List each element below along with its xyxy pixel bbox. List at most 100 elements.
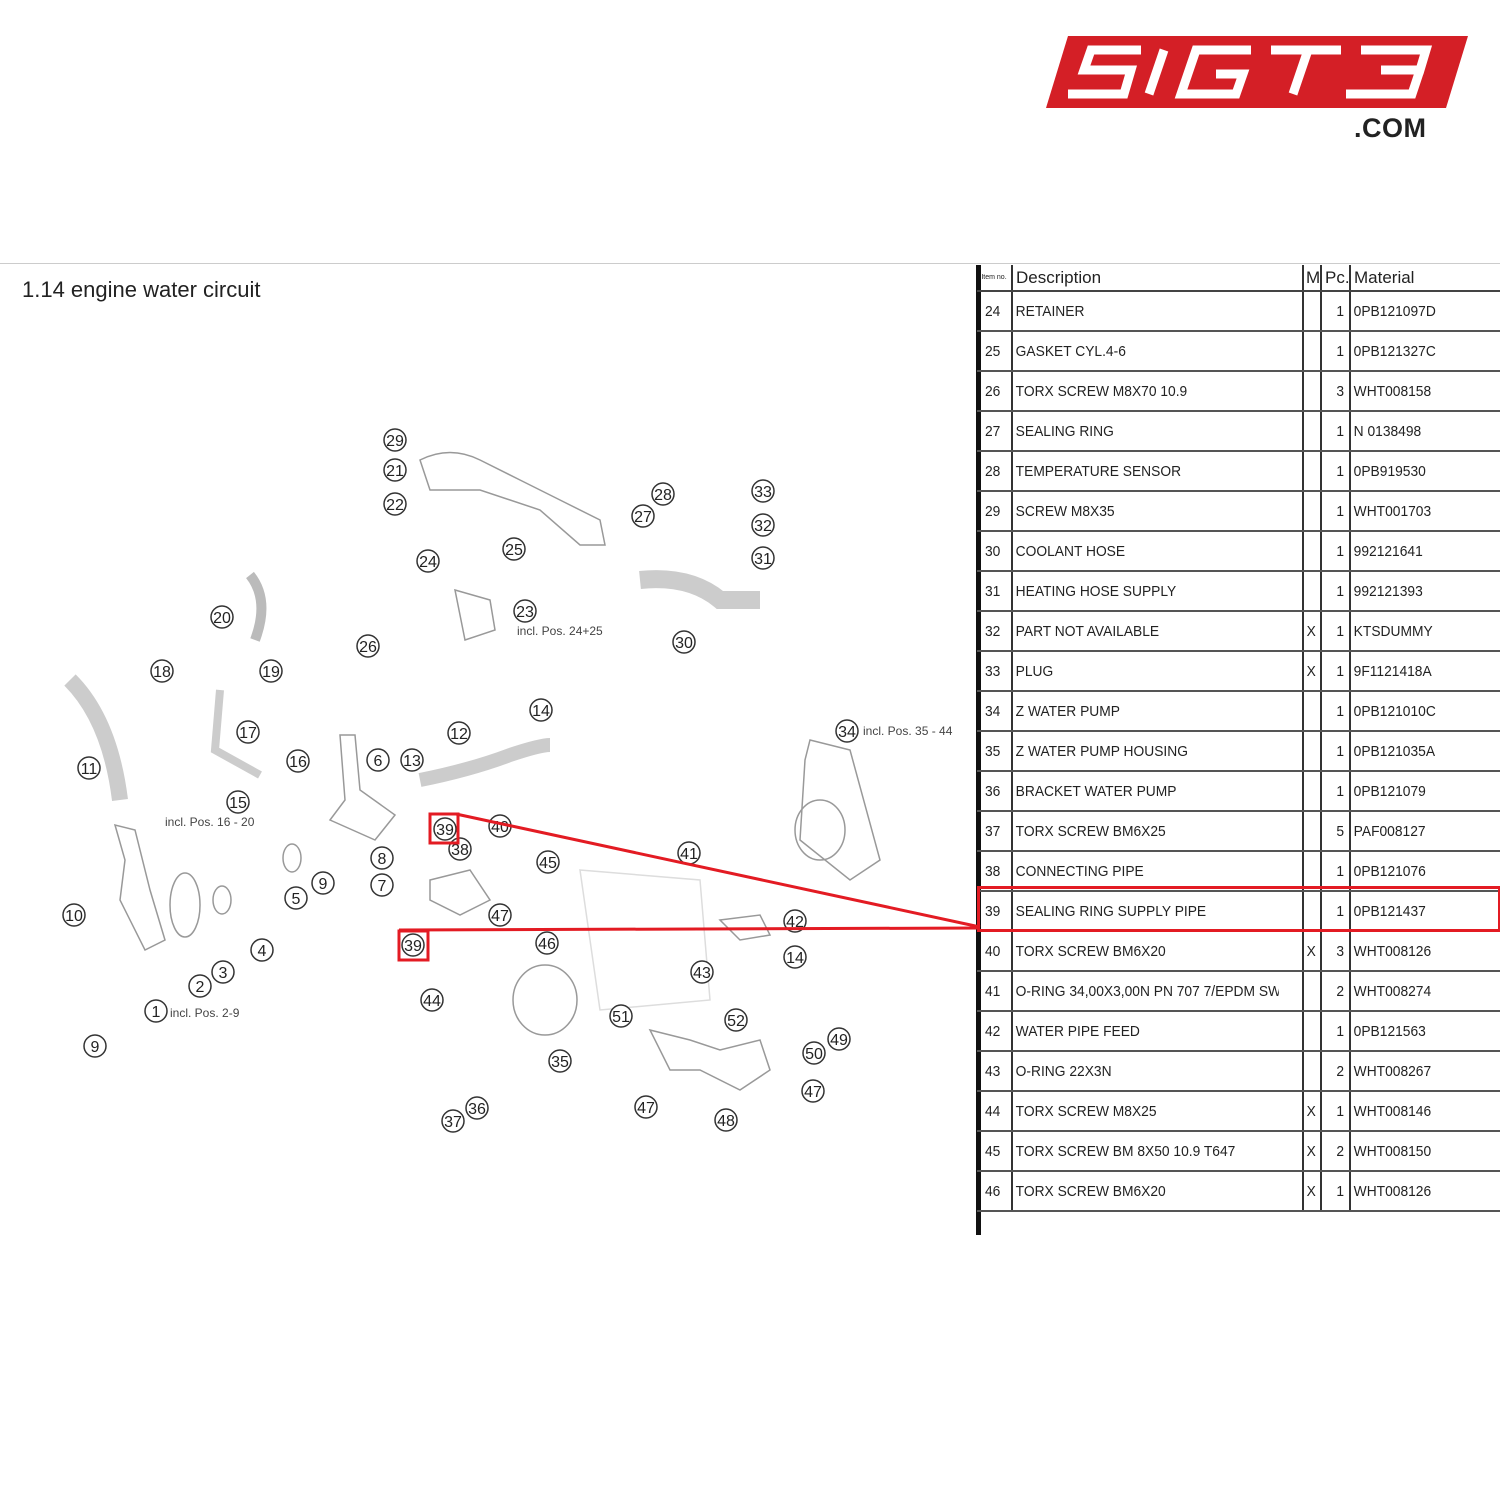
highlighted-row-box [977, 886, 1500, 932]
callout-circle [835, 719, 859, 743]
callout-number: 12 [450, 726, 468, 743]
cell-item: 29 [977, 491, 1011, 532]
cell-description: BRACKET WATER PUMP [1012, 771, 1281, 812]
cell-description: SEALING RING SUPPLY PIPE [1012, 891, 1281, 932]
callout-number: 6 [374, 753, 383, 770]
callout-1: 1 [144, 999, 168, 1023]
callout-42: 42 [783, 909, 807, 933]
cell-description: O-RING 22X3N [1012, 1051, 1281, 1092]
cell-item: 36 [977, 771, 1011, 812]
callout-circle [311, 871, 335, 895]
cell-pc: 1 [1321, 1091, 1349, 1132]
callout-38: 38 [448, 837, 472, 861]
callout-circle [284, 886, 308, 910]
callout-group: 2921222425232827333231302019182611171615… [62, 428, 859, 1133]
callout-number: 44 [423, 993, 441, 1010]
cell-material: 992121641 [1350, 531, 1488, 572]
callout-number: 5 [292, 891, 301, 908]
cell-description: TORX SCREW M8X25 [1012, 1091, 1281, 1132]
callout-6: 6 [366, 748, 390, 772]
cell-m: X [1303, 611, 1321, 652]
cell-m [1303, 411, 1321, 452]
callout-circle [751, 546, 775, 570]
callout-45: 45 [536, 850, 560, 874]
callout-circle [827, 1027, 851, 1051]
cell-material: 0PB121079 [1350, 771, 1488, 812]
cell-description: WATER PIPE FEED [1012, 1011, 1281, 1052]
callout-51: 51 [609, 1004, 633, 1028]
callout-44: 44 [420, 988, 444, 1012]
callout-4: 4 [250, 938, 274, 962]
callout-number: 34 [838, 724, 856, 741]
callout-circle [383, 458, 407, 482]
callout-circle [236, 720, 260, 744]
callout-40: 40 [488, 814, 512, 838]
cell-item: 38 [977, 851, 1011, 892]
callout-number: 21 [386, 463, 404, 480]
cell-description: TORX SCREW BM6X25 [1012, 811, 1281, 852]
callout-22: 22 [383, 492, 407, 516]
cell-item: 27 [977, 411, 1011, 452]
callout-47: 47 [801, 1079, 825, 1103]
callout-41: 41 [677, 841, 701, 865]
cell-pc: 1 [1321, 291, 1349, 332]
cell-m: X [1303, 1131, 1321, 1172]
callout-number: 13 [403, 753, 421, 770]
cell-material: 0PB919530 [1350, 451, 1488, 492]
cell-pc: 2 [1321, 1051, 1349, 1092]
cell-description: SCREW M8X35 [1012, 491, 1281, 532]
cell-item: 41 [977, 971, 1011, 1012]
cell-item: 24 [977, 291, 1011, 332]
callout-number: 9 [91, 1039, 100, 1056]
callout-5: 5 [284, 886, 308, 910]
callout-number: 29 [386, 433, 404, 450]
callout-13: 13 [400, 748, 424, 772]
cell-item: 35 [977, 731, 1011, 772]
callout-number: 9 [319, 876, 328, 893]
cell-pc: 1 [1321, 851, 1349, 892]
callout-number: 15 [229, 795, 247, 812]
callout-number: 45 [539, 855, 557, 872]
header-pc: Pc. [1321, 265, 1351, 292]
callout-14: 14 [529, 698, 553, 722]
callout-circle [751, 513, 775, 537]
callout-circle [420, 988, 444, 1012]
callout-circle [465, 1096, 489, 1120]
callout-7: 7 [370, 873, 394, 897]
callout-25: 25 [502, 537, 526, 561]
callout-circle [210, 605, 234, 629]
callout-46: 46 [535, 931, 559, 955]
cell-material: WHT008274 [1350, 971, 1488, 1012]
callout-34: 34 [835, 719, 859, 743]
cell-material: 0PB121010C [1350, 691, 1488, 732]
callout-43: 43 [690, 960, 714, 984]
callout-12: 12 [447, 721, 471, 745]
cell-m [1303, 571, 1321, 612]
callout-number: 19 [262, 664, 280, 681]
callout-circle [447, 721, 471, 745]
cell-description: O-RING 34,00X3,00N PN 707 7/EPDM SW * [1012, 971, 1281, 1012]
